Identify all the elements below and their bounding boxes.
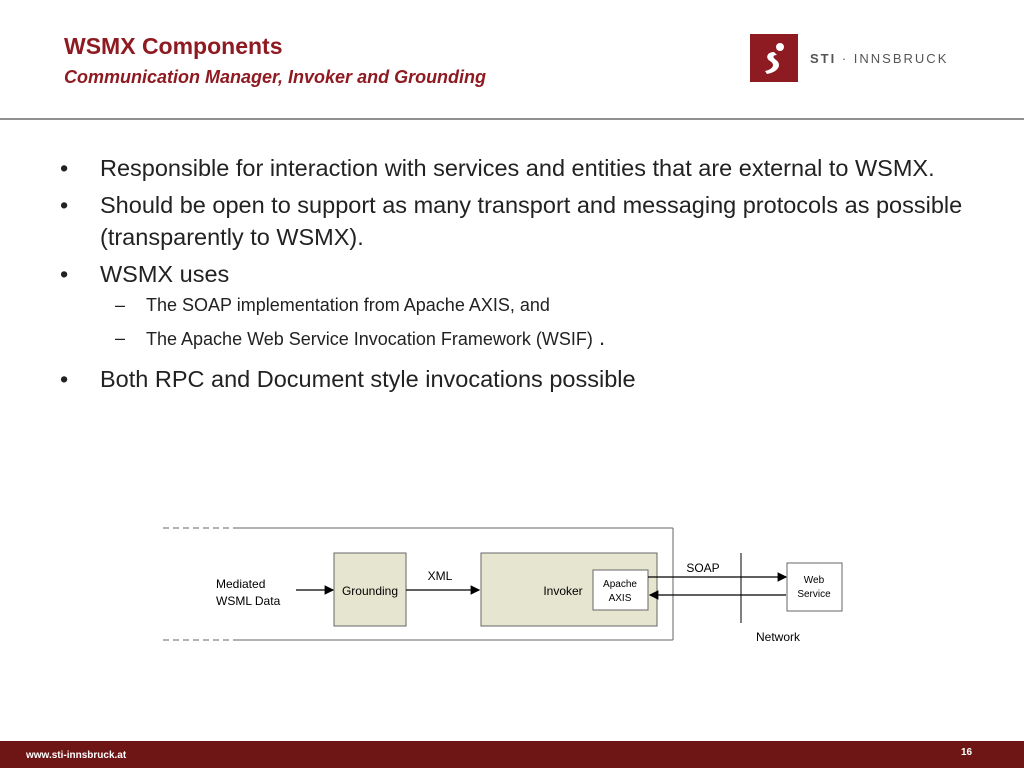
sti-logo: STI · INNSBRUCK — [750, 34, 948, 82]
sub-bullet-marker: – — [115, 295, 126, 315]
page-number: 16 — [961, 747, 973, 758]
header-divider — [0, 118, 1024, 120]
sub-bullet-item: – The Apache Web Service Invocation Fram… — [56, 326, 966, 351]
bullet-text: WSMX uses — [100, 261, 230, 287]
bullet-list: • Responsible for interaction with servi… — [56, 152, 966, 400]
logo-brand-bold: STI — [810, 50, 837, 66]
soap-label: SOAP — [686, 561, 719, 575]
sub-bullet-text: The SOAP implementation from Apache AXIS… — [146, 295, 550, 315]
web-service-box — [786, 562, 843, 612]
bullet-marker: • — [60, 192, 69, 218]
footer-url: www.sti-innsbruck.at — [26, 750, 127, 761]
xml-label: XML — [428, 569, 453, 583]
bullet-item: • Should be open to support as many tran… — [56, 189, 966, 253]
bullet-marker: • — [60, 155, 69, 181]
input-label-line1: Mediated — [216, 577, 265, 591]
web-service-label-line2: Service — [797, 589, 831, 600]
sub-bullet-marker: – — [115, 328, 126, 348]
bullet-marker: • — [60, 261, 69, 287]
sti-logo-text: STI · INNSBRUCK — [810, 51, 948, 66]
sti-logo-mark-icon — [750, 34, 798, 82]
sub-bullet-suffix: . — [592, 325, 606, 350]
bullet-text: Should be open to support as many transp… — [100, 192, 963, 250]
slide-subtitle: Communication Manager, Invoker and Groun… — [64, 67, 487, 87]
bullet-item: • Both RPC and Document style invocation… — [56, 363, 966, 395]
bullet-item: • Responsible for interaction with servi… — [56, 152, 966, 184]
apache-axis-label-line2: AXIS — [609, 593, 632, 604]
footer-bar: www.sti-innsbruck.at 16 — [0, 741, 1024, 768]
bullet-text: Responsible for interaction with service… — [100, 155, 935, 181]
network-label: Network — [756, 630, 801, 644]
web-service-label-line1: Web — [804, 575, 825, 586]
invoker-label: Invoker — [543, 584, 582, 598]
grounding-box — [333, 552, 407, 627]
slide-title: WSMX Components — [64, 33, 283, 59]
bullet-marker: • — [60, 366, 69, 392]
apache-axis-box — [592, 569, 649, 611]
logo-brand-rest: INNSBRUCK — [853, 50, 949, 66]
grounding-label: Grounding — [342, 584, 398, 598]
sub-bullet-item: – The SOAP implementation from Apache AX… — [56, 293, 966, 317]
bullet-text: Both RPC and Document style invocations … — [100, 366, 636, 392]
sub-bullet-text: The Apache Web Service Invocation Framew… — [146, 329, 593, 349]
apache-axis-label-line1: Apache — [603, 579, 637, 590]
logo-brand-separator: · — [836, 50, 854, 66]
bullet-item: • WSMX uses — [56, 258, 966, 290]
input-label-line2: WSML Data — [216, 594, 281, 608]
